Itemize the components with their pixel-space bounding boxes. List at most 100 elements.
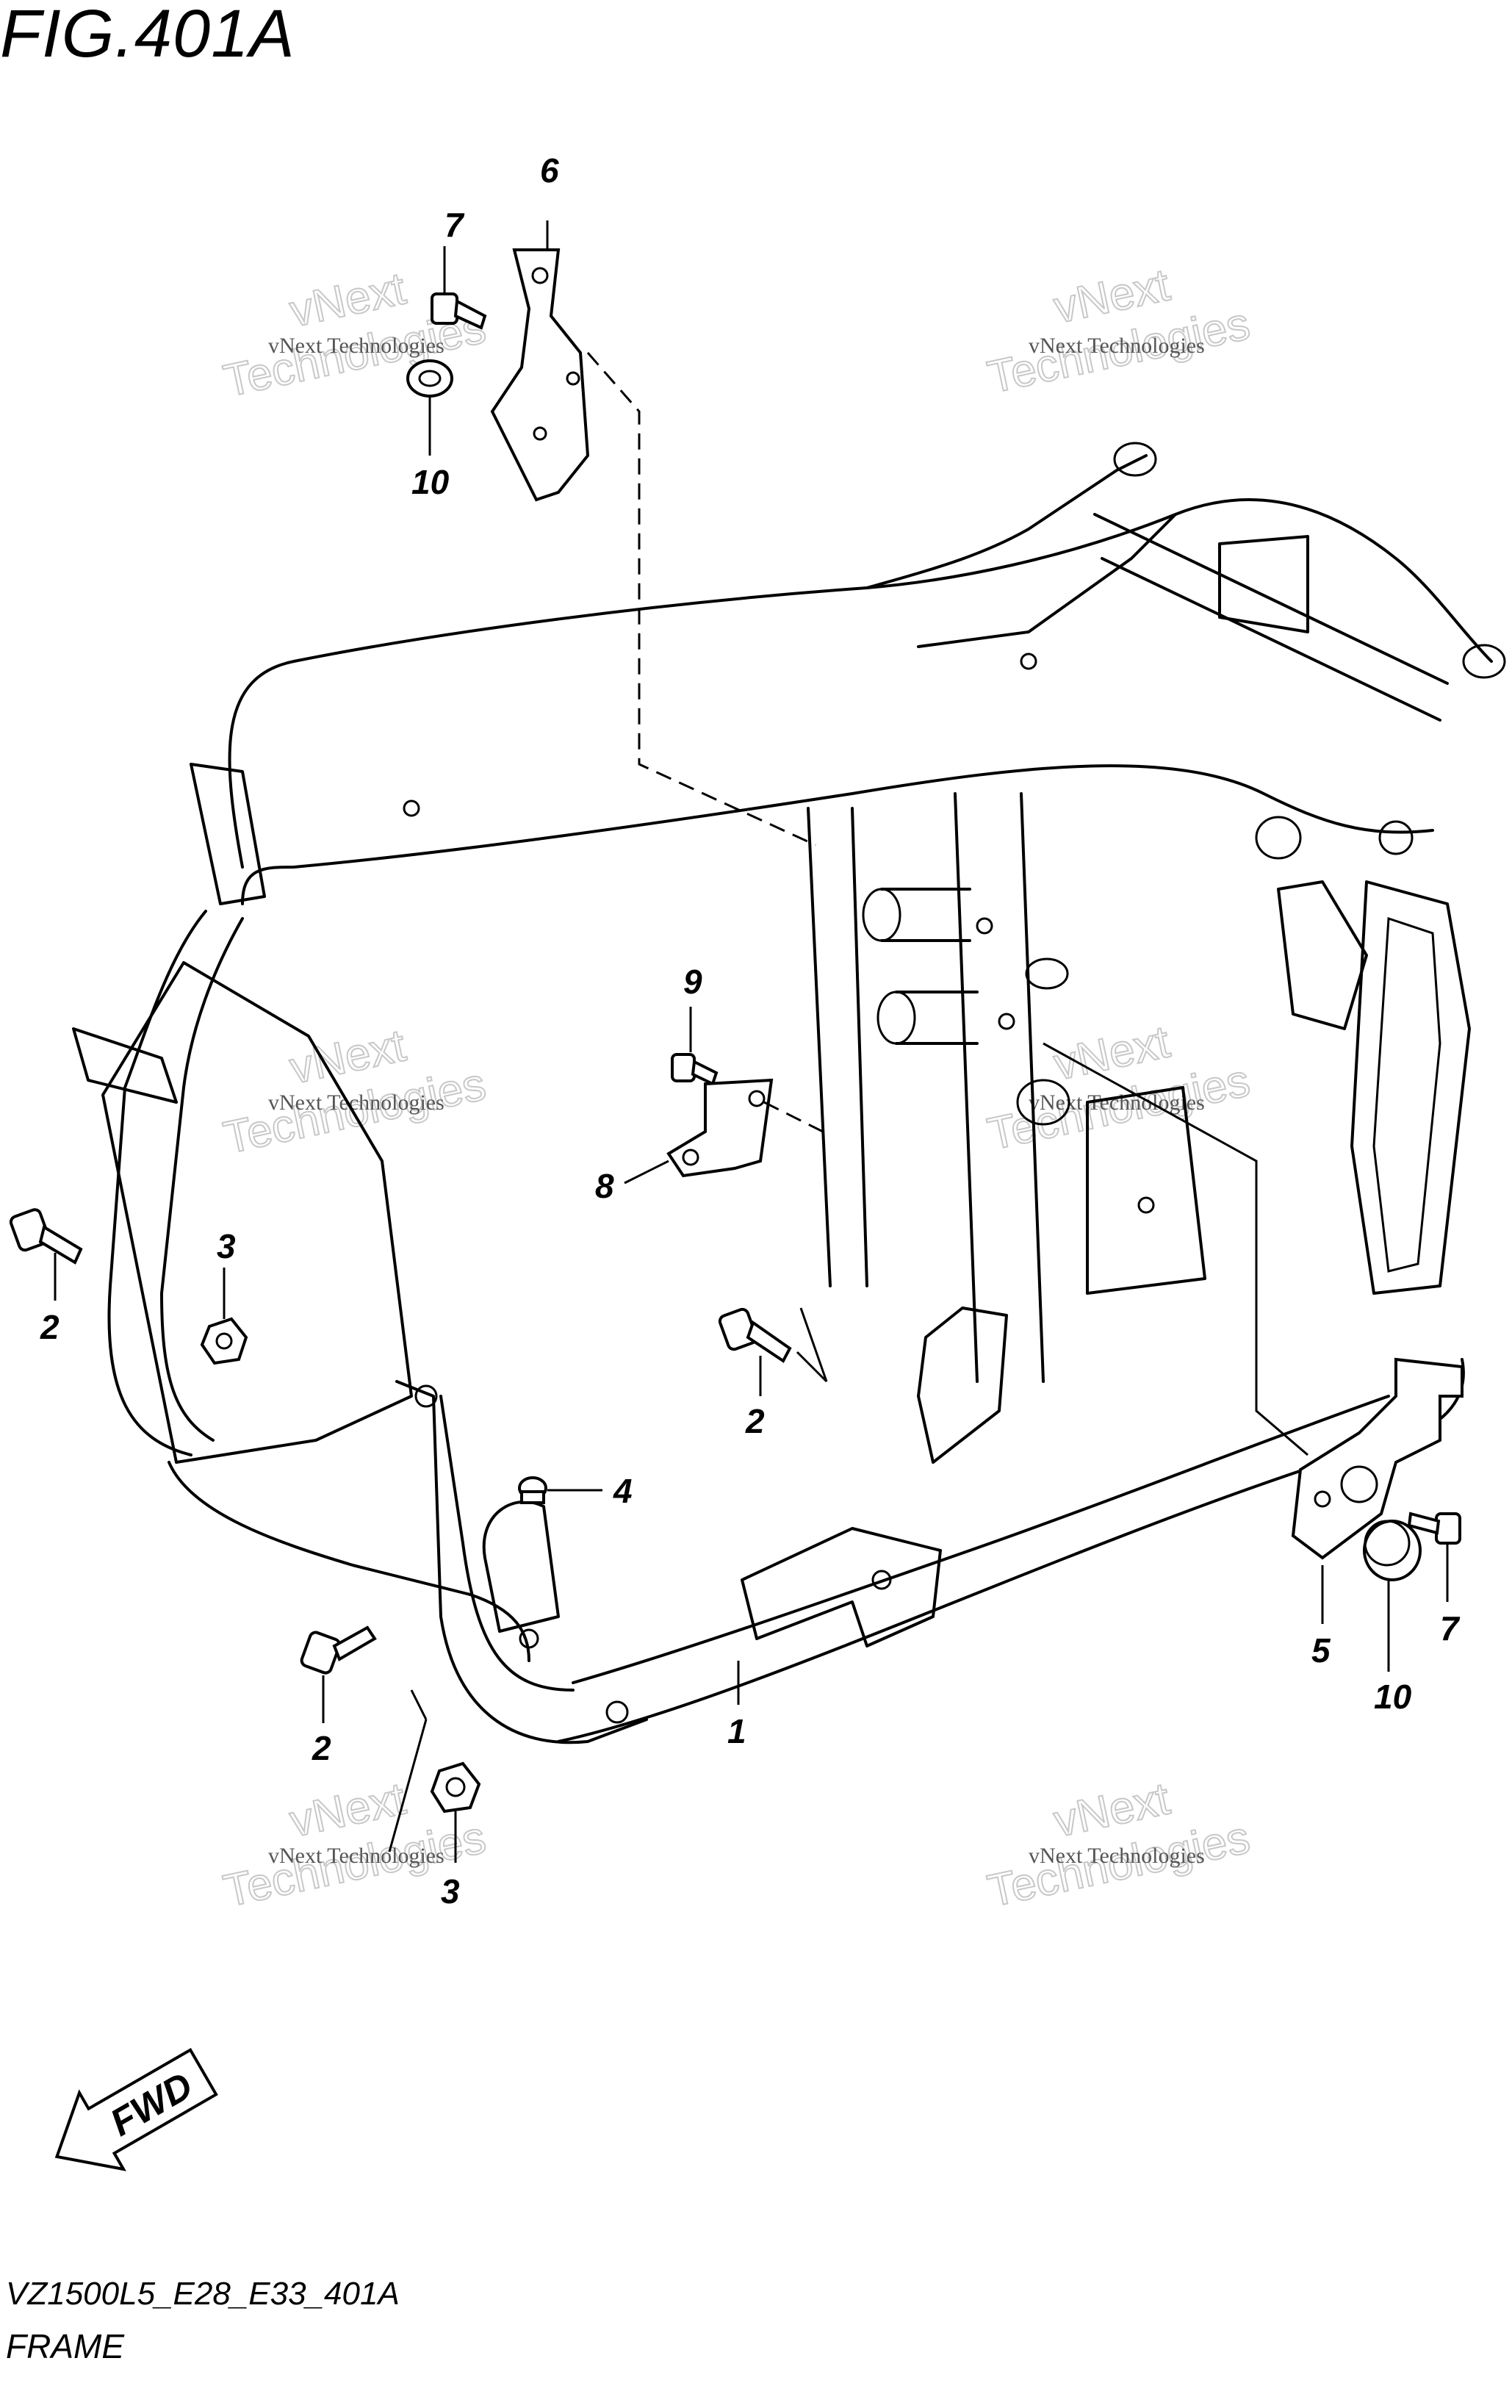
frame-main-bottom-rail-inner — [572, 1395, 1390, 1684]
frame-cross-tube-2 — [895, 991, 979, 1045]
frame-tube-end — [1025, 957, 1069, 990]
watermark-small: vNext Technologies — [1029, 1844, 1205, 1868]
callout-2-lower: 2 — [312, 1729, 331, 1767]
part-3-shape — [200, 1317, 248, 1365]
callout-7-top: 7 — [444, 206, 465, 244]
part-3-inner — [445, 1777, 466, 1797]
part-5-dash-line — [586, 352, 816, 847]
part-2-bolt-center — [718, 1307, 828, 1396]
frame-hole — [976, 917, 993, 935]
part-10-inner — [418, 370, 442, 387]
part-6-ref-leader — [1043, 1042, 1308, 1456]
frame-rear-side-bracket — [1277, 880, 1368, 1030]
frame-hole — [1137, 1196, 1155, 1214]
watermark-small: vNext Technologies — [268, 1090, 444, 1115]
watermark-mid-left: vNext Technologies vNext Technologies — [219, 1019, 491, 1164]
frame-hole — [998, 1013, 1015, 1030]
part-7-head — [1435, 1512, 1461, 1545]
frame-shock-crossmember — [1093, 513, 1449, 722]
part-7-head — [431, 292, 458, 325]
callout-1: 1 — [727, 1712, 746, 1750]
part-3-shape — [430, 1761, 481, 1814]
callout-4: 4 — [613, 1472, 633, 1510]
part-10-cap-right — [1363, 1520, 1422, 1672]
callout-3-lower: 3 — [441, 1872, 460, 1911]
part-9-shank — [691, 1059, 719, 1086]
frame-top-tube-lower-edge — [241, 764, 1434, 905]
frame-right-gusset — [1086, 1086, 1206, 1295]
watermark-small: vNext Technologies — [268, 334, 444, 358]
part-2-bolt-left — [9, 1208, 83, 1301]
part-8-leader — [624, 1160, 669, 1185]
frame-rear-downtube-right — [954, 792, 1045, 1383]
part-2-head — [9, 1208, 51, 1252]
figure-title: FIG.401A — [0, 0, 295, 71]
part-5-hole — [566, 371, 580, 386]
part-8-dash-line — [763, 1101, 824, 1133]
part-8-bracket — [624, 1078, 824, 1185]
part-2-shank — [38, 1224, 83, 1265]
part-7-bolt-top — [431, 246, 487, 330]
frame-hole — [871, 1570, 892, 1590]
part-10-shape — [1363, 1520, 1422, 1581]
fwd-arrow-shape — [54, 2047, 218, 2171]
watermark-small: vNext Technologies — [1029, 1090, 1205, 1115]
frame-lower-clamp — [741, 1527, 942, 1647]
frame-bottom-left-rail-inner — [439, 1395, 575, 1692]
frame-rear-downtube — [807, 807, 868, 1287]
callout-2-center: 2 — [745, 1402, 765, 1440]
part-4-stem — [520, 1490, 545, 1504]
part-5-hole — [531, 267, 549, 284]
part-3-ref-leader — [388, 1689, 428, 1852]
frame-front-lower-cross — [168, 1461, 530, 1662]
callout-labels: 6 7 10 9 8 3 2 2 4 1 2 3 5 7 10 — [40, 151, 1461, 1911]
part-2-ref-leader — [796, 1307, 828, 1383]
part-10-shape — [406, 359, 453, 398]
frame-cross-tube-2-end — [876, 991, 916, 1045]
part-9-bolt — [671, 1007, 719, 1086]
part-2-shank — [746, 1320, 792, 1363]
part-8-hole — [748, 1090, 766, 1107]
part-7-bolt-right — [1407, 1512, 1461, 1602]
frame-hole — [1378, 820, 1414, 855]
frame-hole — [414, 1384, 438, 1408]
callout-9: 9 — [683, 963, 702, 1001]
frame-shock-mount-right — [1462, 644, 1506, 679]
part-2-shank — [332, 1625, 377, 1661]
part-6-shape — [1291, 1357, 1464, 1560]
frame-rear-swingarm-plate — [1350, 880, 1471, 1295]
frame-cross-tube-1 — [880, 888, 971, 942]
watermark-top-right: vNext Technologies vNext Technologies — [983, 259, 1255, 403]
frame-hole — [519, 1628, 539, 1649]
frame-bottom-left-rail — [395, 1380, 648, 1744]
part-5-hole — [533, 426, 547, 441]
watermark-small: vNext Technologies — [1029, 334, 1205, 358]
watermark-small: vNext Technologies — [268, 1844, 444, 1868]
part-10-washer-top — [406, 359, 453, 456]
frame-rear-upper — [865, 454, 1177, 648]
frame-rear-swingarm-plate-inner — [1372, 916, 1441, 1273]
frame-engine-mount-front — [482, 1500, 560, 1633]
callout-2-left: 2 — [40, 1308, 60, 1346]
frame-left-side-plate — [101, 961, 413, 1464]
main-frame — [72, 442, 1506, 1744]
part-8-hole — [682, 1149, 699, 1166]
frame-steering-neck — [190, 763, 266, 905]
frame-top-tube — [228, 498, 1493, 869]
part-6-hole — [1314, 1490, 1331, 1508]
frame-front-downtube-inner — [160, 917, 244, 1442]
frame-hole — [605, 1700, 629, 1724]
part-4-plug — [518, 1476, 602, 1504]
part-5-bracket — [490, 220, 816, 847]
frame-shock-mount-left — [1113, 442, 1157, 477]
frame-tube-end — [1255, 816, 1302, 860]
part-3-inner — [215, 1332, 233, 1350]
callout-10-top: 10 — [411, 463, 450, 501]
part-10-rim — [1364, 1520, 1411, 1567]
model-code: VZ1500L5_E28_E33_401A — [6, 2276, 400, 2312]
frame-hole — [403, 799, 420, 817]
callout-3-upper: 3 — [217, 1227, 236, 1265]
part-3-nut-lower — [388, 1689, 481, 1863]
part-9-head — [671, 1053, 696, 1082]
